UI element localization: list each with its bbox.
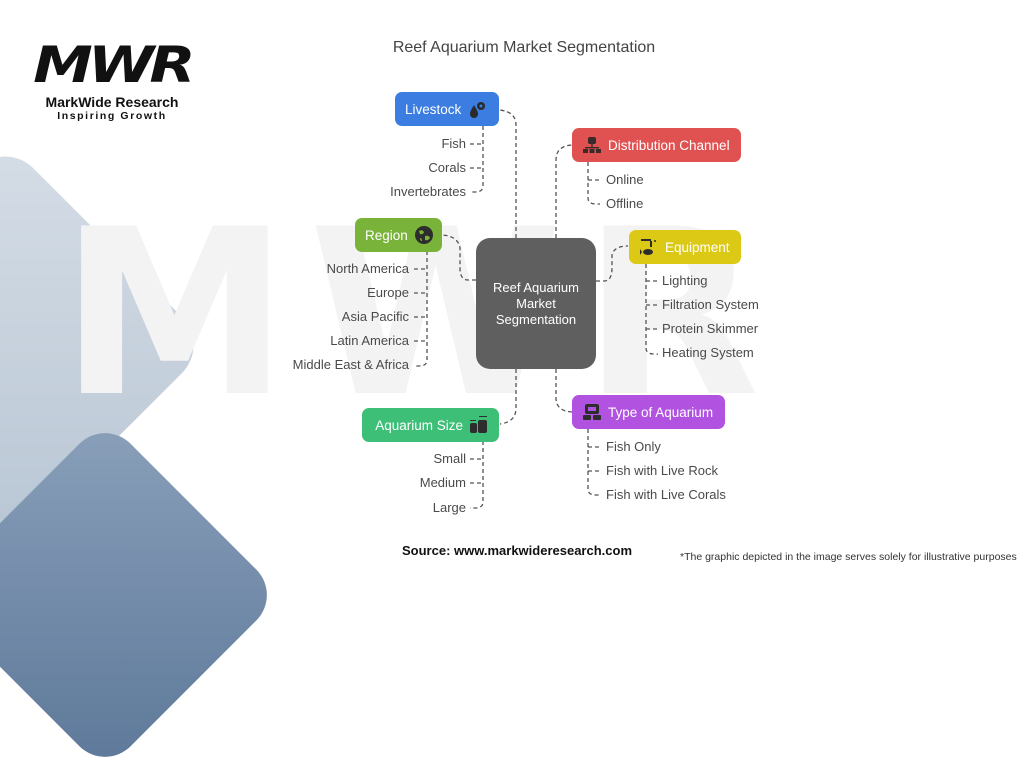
list-item: Online	[606, 172, 644, 187]
segment-aquarium-size: Aquarium Size	[362, 408, 499, 442]
list-item: Small	[433, 451, 466, 466]
fish-equipment-icon	[639, 237, 659, 257]
connector-lines	[414, 109, 658, 509]
logo-name: MarkWide Research	[45, 94, 179, 110]
globe-icon	[414, 225, 434, 245]
logo-tagline: Inspiring Growth	[57, 110, 167, 122]
logo-mark: MWR	[33, 36, 196, 94]
segment-aquarium-size-label: Aquarium Size	[375, 417, 463, 433]
network-icon	[582, 135, 602, 155]
segment-livestock: Livestock	[395, 92, 499, 126]
list-item: Asia Pacific	[341, 309, 409, 324]
segment-type-of-aquarium: Type of Aquarium	[572, 395, 725, 429]
list-item: Fish with Live Rock	[606, 463, 718, 478]
segment-livestock-label: Livestock	[405, 101, 462, 117]
list-item: Fish	[441, 136, 466, 151]
list-item: Heating System	[662, 345, 754, 360]
segment-equipment-label: Equipment	[665, 239, 730, 255]
list-item: Corals	[428, 160, 466, 175]
disclaimer-text: *The graphic depicted in the image serve…	[680, 551, 1017, 563]
connector-equipment	[596, 245, 629, 282]
list-item: Invertebrates	[390, 184, 466, 199]
list-item: Middle East & Africa	[292, 357, 409, 372]
list-item: Offline	[606, 196, 644, 211]
connector-aquarium-size	[499, 369, 517, 425]
list-item: Fish with Live Corals	[606, 487, 726, 502]
list-item: Latin America	[330, 333, 409, 348]
list-item: Filtration System	[662, 297, 759, 312]
list-item: North America	[326, 261, 409, 276]
source-text: Source: www.markwideresearch.com	[402, 543, 633, 558]
segment-type-of-aquarium-label: Type of Aquarium	[608, 404, 714, 420]
list-item: Medium	[419, 475, 466, 490]
connector-type	[555, 369, 573, 413]
connector-region	[441, 234, 476, 281]
segment-equipment: Equipment	[629, 230, 741, 264]
diagram-title: Reef Aquarium Market Segmentation	[392, 39, 656, 56]
water-drops-icon	[467, 99, 487, 119]
center-node: Reef Aquarium Market Segmentation	[476, 238, 596, 369]
segment-region: Region	[355, 218, 442, 252]
segment-distribution-channel: Distribution Channel	[572, 128, 741, 162]
logo: MWR MarkWide Research Inspiring Growth	[32, 40, 196, 122]
list-item: Protein Skimmer	[662, 321, 759, 336]
connector-livestock	[499, 109, 517, 238]
list-item: Lighting	[662, 273, 708, 288]
list-item: Europe	[367, 285, 409, 300]
segment-region-label: Region	[365, 227, 408, 243]
tanks-size-icon	[469, 415, 489, 435]
aquarium-tank-icon	[582, 402, 602, 422]
connector-distribution	[555, 144, 573, 238]
segment-distribution-channel-label: Distribution Channel	[608, 137, 730, 153]
list-item: Large	[432, 500, 466, 515]
list-item: Fish Only	[606, 439, 661, 454]
